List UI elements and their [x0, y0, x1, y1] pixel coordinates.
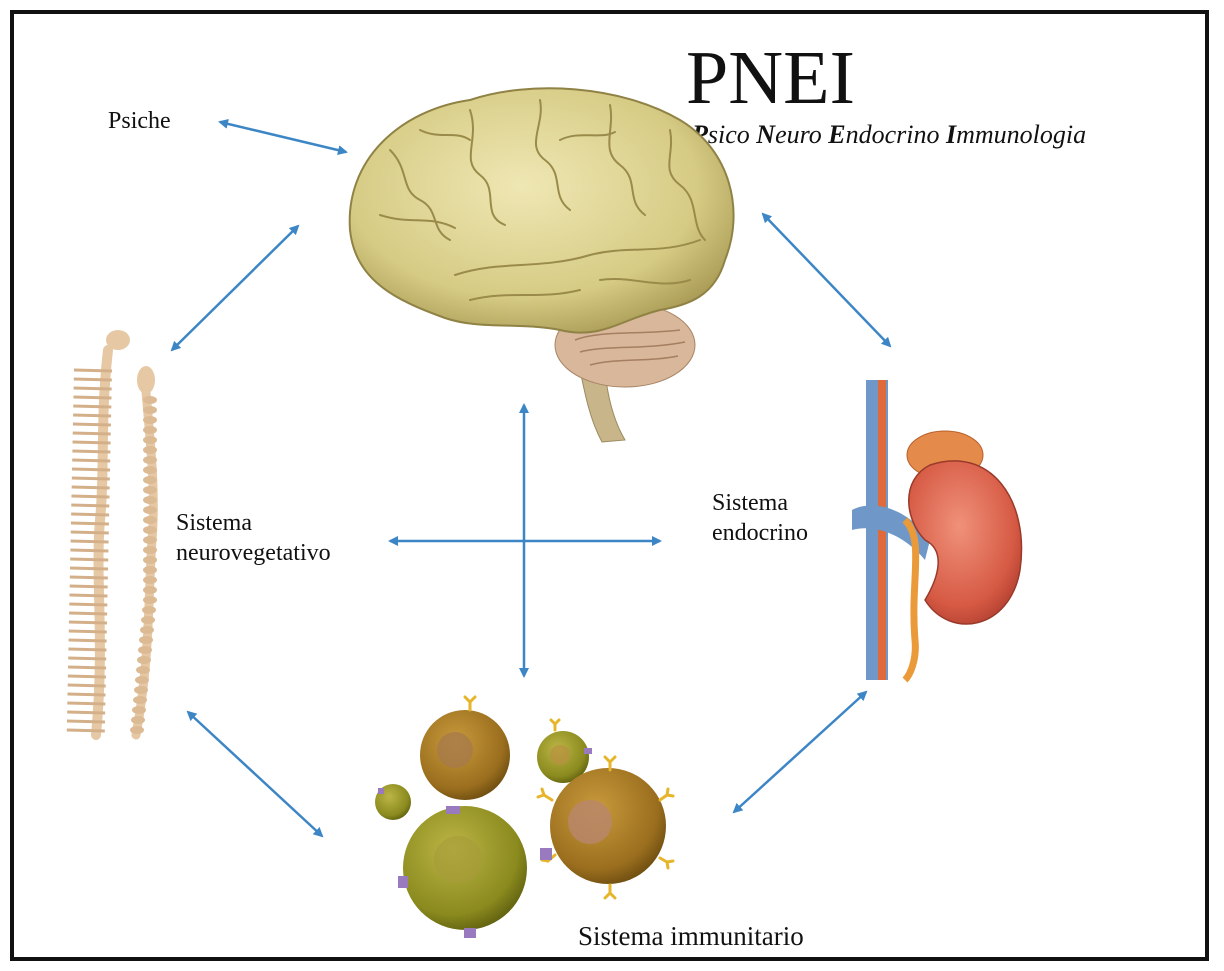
label-psiche: Psiche [108, 106, 171, 136]
immune-cells-illustration [375, 697, 673, 938]
kidney-illustration [852, 380, 1022, 680]
arrow-immune-kidney [734, 692, 866, 812]
label-neuro-line-1: Sistema [176, 508, 331, 538]
label-neuro-line-2: neurovegetativo [176, 538, 331, 568]
label-endo-line-1: Sistema [712, 488, 808, 518]
arrow-brain-spine [172, 226, 298, 350]
label-sistema-immunitario: Sistema immunitario [578, 920, 804, 954]
label-sistema-endocrino: Sistema endocrino [712, 488, 808, 548]
arrow-brain-kidney [763, 214, 890, 346]
spine-illustration [67, 330, 157, 735]
label-endo-line-2: endocrino [712, 518, 808, 548]
brain-illustration [350, 88, 734, 442]
label-sistema-neurovegetativo: Sistema neurovegetativo [176, 508, 331, 568]
arrow-psiche-brain [220, 122, 346, 152]
arrow-spine-immune [188, 712, 322, 836]
